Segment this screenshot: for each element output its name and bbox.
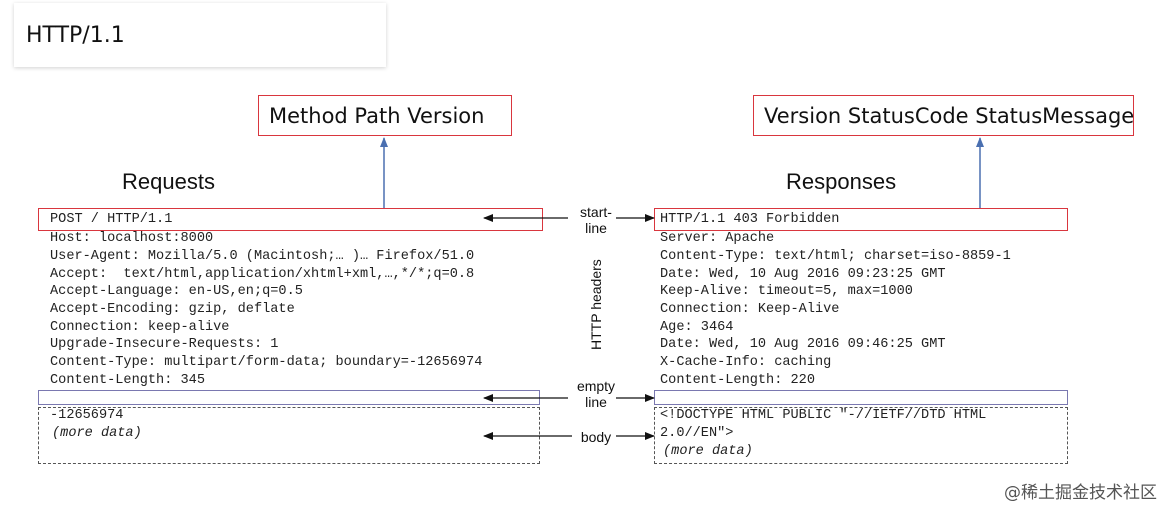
- response-header-line: Server: Apache: [660, 231, 775, 246]
- requests-heading: Requests: [122, 169, 215, 194]
- request-header-line: Content-Length: 345: [50, 373, 205, 388]
- page-title: HTTP/1.1: [26, 23, 125, 48]
- response-header-line: Keep-Alive: timeout=5, max=1000: [660, 284, 913, 299]
- request-header-line: Accept-Language: en-US,en;q=0.5: [50, 284, 303, 299]
- body-label: body: [580, 429, 612, 445]
- response-header-line: Age: 3464: [660, 320, 734, 335]
- request-header-line: Connection: keep-alive: [50, 320, 230, 335]
- response-header-line: Date: Wed, 10 Aug 2016 09:23:25 GMT: [660, 267, 946, 282]
- response-body-more: (more data): [663, 444, 753, 459]
- response-header-line: X-Cache-Info: caching: [660, 355, 832, 370]
- start-line-label: start- line: [580, 204, 612, 236]
- response-body-line: 2.0//EN">: [660, 426, 734, 441]
- response-header-line: Date: Wed, 10 Aug 2016 09:46:25 GMT: [660, 337, 946, 352]
- request-header-line: Content-Type: multipart/form-data; bound…: [50, 355, 483, 370]
- request-start-line-box: [38, 208, 543, 231]
- response-header-line: Content-Length: 220: [660, 373, 815, 388]
- response-start-line: HTTP/1.1 403 Forbidden: [660, 212, 840, 227]
- empty-line-label: empty line: [576, 378, 616, 410]
- response-header-line: Connection: Keep-Alive: [660, 302, 840, 317]
- title-card: HTTP/1.1: [14, 3, 386, 67]
- request-header-line: Accept: text/html,application/xhtml+xml,…: [50, 267, 475, 282]
- response-header-line: Content-Type: text/html; charset=iso-885…: [660, 249, 1011, 264]
- request-body-line: -12656974: [50, 408, 124, 423]
- responses-heading: Responses: [786, 169, 897, 194]
- response-body-line: <!DOCTYPE HTML PUBLIC "-//IETF//DTD HTML: [660, 408, 987, 423]
- request-header-line: Accept-Encoding: gzip, deflate: [50, 302, 295, 317]
- request-header-line: User-Agent: Mozilla/5.0 (Macintosh;… )… …: [50, 249, 475, 264]
- request-body-more: (more data): [52, 426, 142, 441]
- request-header-line: Host: localhost:8000: [50, 231, 214, 246]
- status-line-label: Version StatusCode StatusMessage: [753, 95, 1134, 136]
- request-start-line: POST / HTTP/1.1: [50, 212, 173, 227]
- footer-credit: @稀土掘金技术社区: [1004, 483, 1157, 503]
- request-header-line: Upgrade-Insecure-Requests: 1: [50, 337, 279, 352]
- request-line-label: Method Path Version: [258, 95, 512, 136]
